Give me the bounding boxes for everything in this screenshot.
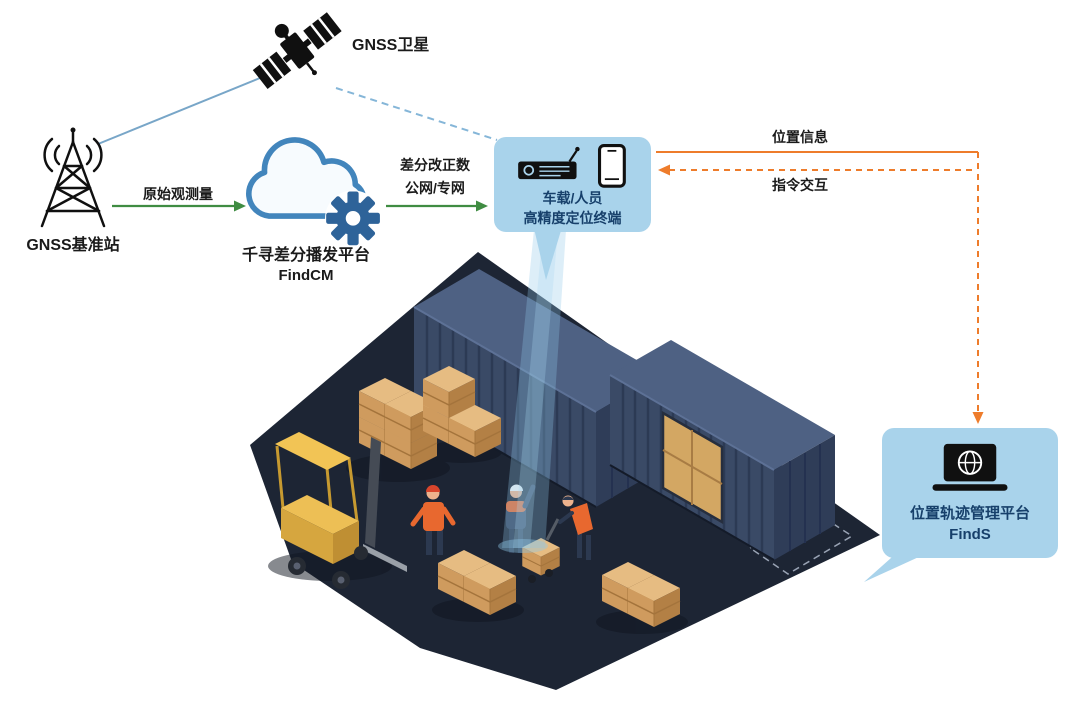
laptop-globe-icon: [932, 443, 1008, 491]
forklift: [275, 432, 407, 589]
flow-position-info-arrow: [656, 151, 984, 424]
flow-correction-arrow: [386, 200, 488, 212]
command-interaction-label: 指令交互: [772, 177, 828, 193]
finds-bubble-tail: [864, 550, 934, 582]
cloud-platform-icon: [246, 137, 382, 247]
finds-node: 位置轨迹管理平台 FindS: [882, 428, 1058, 558]
vehicle-terminal-icon: [517, 146, 580, 180]
terminal-device-icons: [517, 143, 626, 188]
worker-1: [410, 485, 456, 555]
finds-label-line2: FindS: [949, 526, 991, 543]
cloud-title: 千寻差分播发平台: [241, 247, 370, 264]
positioning-beam: [498, 230, 566, 553]
worker-2: [506, 484, 536, 553]
pallet-jack-worker: [521, 495, 593, 583]
correction-label-line1: 差分改正数: [400, 157, 470, 173]
link-satellite-to-base: [97, 77, 261, 145]
position-info-label: 位置信息: [772, 129, 828, 145]
terminal-label-line2: 高精度定位终端: [523, 209, 622, 226]
flow-raw-observation-arrow: [112, 200, 246, 212]
cloud-subtitle: FindCM: [278, 267, 334, 284]
raw-observation-label: 原始观测量: [143, 186, 213, 202]
gear-icon: [325, 190, 382, 247]
satellite-label: GNSS卫星: [352, 37, 430, 54]
warehouse-illustration: [250, 230, 880, 690]
satellite-icon: [252, 12, 342, 90]
link-satellite-to-terminal: [335, 87, 498, 141]
flow-command-arrow: [658, 164, 972, 176]
shipping-container-2: [609, 340, 835, 561]
smartphone-icon: [597, 143, 626, 188]
terminal-bubble-tail: [533, 224, 563, 280]
correction-label-line2: 公网/专网: [405, 180, 465, 196]
terminal-label-line1: 车载/人员: [542, 190, 603, 206]
finds-label-line1: 位置轨迹管理平台: [909, 504, 1030, 522]
radio-tower-icon: [40, 127, 106, 228]
base-station-label: GNSS基准站: [26, 237, 120, 254]
terminal-node: 车载/人员 高精度定位终端: [494, 137, 651, 232]
